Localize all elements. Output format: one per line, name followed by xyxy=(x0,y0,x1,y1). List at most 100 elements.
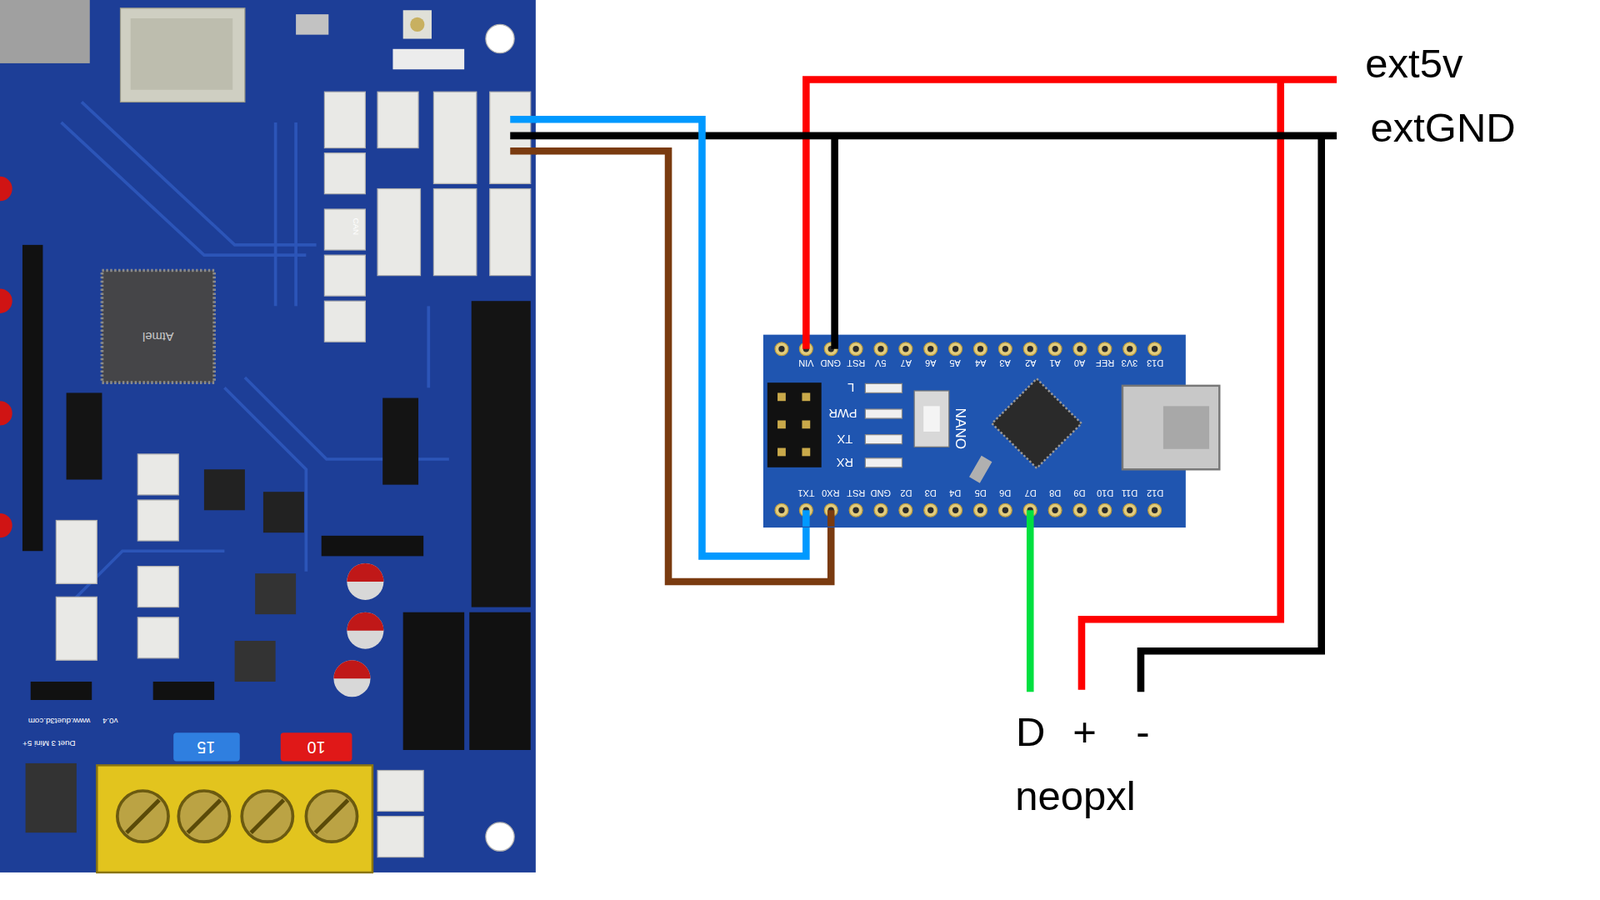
mcu-chip xyxy=(991,378,1081,468)
pin-name: A7 xyxy=(900,357,911,367)
jst-connectors xyxy=(137,454,179,495)
pin-name: D12 xyxy=(1146,488,1164,498)
connectors xyxy=(535,119,831,582)
terminal-screws xyxy=(241,790,293,842)
push-buttons xyxy=(0,513,13,538)
wire-stub xyxy=(510,115,537,124)
supply-label: extGND xyxy=(1370,107,1515,149)
leds xyxy=(865,383,902,393)
wire-stub xyxy=(510,147,537,155)
screw-slots xyxy=(315,800,348,833)
pin-name: RST xyxy=(846,488,865,498)
led-name: L xyxy=(847,381,855,395)
board-traces xyxy=(274,122,278,306)
reset-button xyxy=(914,390,950,447)
pin-header xyxy=(471,300,531,607)
capacitors xyxy=(333,660,370,697)
controller-board-picture xyxy=(0,0,536,873)
capacitors xyxy=(346,563,384,582)
rx-wire xyxy=(535,150,831,582)
board-marking: Duet 3 Mini 5+ xyxy=(22,739,75,748)
screw-slots xyxy=(126,800,160,833)
capacitors xyxy=(333,660,370,679)
pin-name: GND xyxy=(820,357,841,367)
jst-connectors xyxy=(137,500,179,541)
pin-name: REF xyxy=(1095,357,1115,367)
pin-name: D11 xyxy=(1121,488,1138,498)
fuse-rating: 15 xyxy=(196,739,215,756)
board-traces xyxy=(60,122,306,255)
pin-name: D10 xyxy=(1096,488,1114,498)
pin-name: A5 xyxy=(950,357,961,367)
controller-board-picture xyxy=(130,18,233,90)
usb-socket xyxy=(1122,385,1220,470)
driver-chip xyxy=(263,491,305,533)
pin-name: A4 xyxy=(975,357,986,367)
pin-name: D3 xyxy=(925,488,937,498)
fuse xyxy=(280,732,353,761)
board-traces xyxy=(294,122,298,306)
jst-connectors xyxy=(377,91,419,148)
nano-board-picture xyxy=(799,503,1161,517)
icsp-pins xyxy=(777,392,810,456)
pin-header xyxy=(382,398,419,485)
connector xyxy=(392,49,465,70)
crystal xyxy=(969,455,992,484)
pin-name: A0 xyxy=(1074,357,1085,367)
capacitors xyxy=(346,612,384,650)
jst-connectors xyxy=(324,209,365,250)
fuse-rating: 10 xyxy=(307,739,326,756)
controller-board-picture xyxy=(410,17,425,32)
wire-5v xyxy=(805,80,1337,350)
jst-connectors xyxy=(324,153,365,195)
jumper xyxy=(30,681,92,700)
part-name: neopxl xyxy=(1015,775,1135,817)
controller-board-picture xyxy=(0,0,536,873)
pin-name: D4 xyxy=(950,488,962,498)
pin-name: D5 xyxy=(974,488,986,498)
pin-name: D13 xyxy=(1146,357,1164,367)
terminal-screws xyxy=(305,790,357,842)
icsp-pins xyxy=(777,420,786,429)
wires xyxy=(510,80,1337,693)
pin-name: - xyxy=(1135,710,1150,752)
led-name: TX xyxy=(836,432,853,445)
inductor xyxy=(235,640,276,682)
jst-connectors xyxy=(55,91,530,857)
supply-label: ext5v xyxy=(1365,42,1463,84)
pin-name: D2 xyxy=(900,488,912,498)
chip-marking: Atmel xyxy=(142,330,175,344)
pin-name: RX0 xyxy=(821,488,840,498)
pin-name: D9 xyxy=(1074,488,1086,498)
board-marking: v0.4 xyxy=(102,716,119,725)
push-buttons xyxy=(0,176,13,538)
board-traces xyxy=(426,305,430,388)
jst-connectors xyxy=(324,255,365,296)
fuse xyxy=(173,732,240,761)
icsp-header xyxy=(767,382,822,468)
jst-connectors xyxy=(137,617,179,659)
board-name: NANO xyxy=(954,408,969,450)
leds xyxy=(865,435,902,445)
pin-name: 5V xyxy=(875,357,886,367)
mcu-chip xyxy=(101,270,215,383)
push-buttons xyxy=(0,289,13,314)
nano-board-picture xyxy=(763,335,1220,528)
wire-gnd xyxy=(1140,135,1322,692)
connector-label: CAN xyxy=(350,217,360,235)
driver-chip xyxy=(204,469,245,510)
leds xyxy=(865,383,902,467)
pin-name: 3V3 xyxy=(1121,357,1139,367)
capacitors xyxy=(346,612,384,631)
nano-board-picture xyxy=(775,503,789,517)
inductor xyxy=(255,573,296,615)
leds xyxy=(865,409,902,419)
icsp-pins xyxy=(777,392,786,401)
jst-connectors xyxy=(490,189,531,276)
board-marking: www.duet3d.com xyxy=(28,716,91,725)
wire-gnd xyxy=(510,132,1337,140)
wire-5v xyxy=(1081,80,1281,690)
